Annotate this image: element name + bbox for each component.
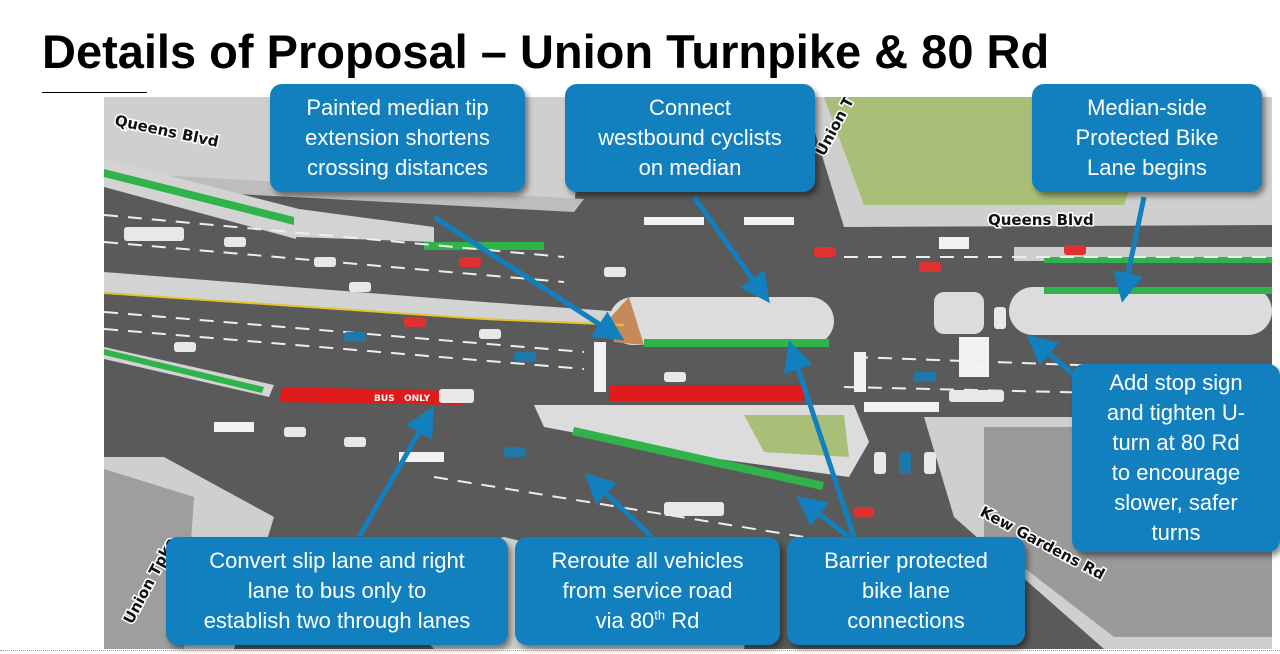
crosswalks [214, 217, 989, 462]
pointer-reroute [584, 473, 654, 539]
pointer-median-tip [432, 214, 625, 341]
callout-barrier-protected: Barrier protected bike lane connections [787, 537, 1025, 645]
title-underline [42, 92, 147, 93]
bike-lane-central [644, 339, 829, 347]
bike-lane-lower-central [572, 427, 824, 490]
bike-lane-upper-right [1044, 257, 1272, 263]
pointer-stop-sign [1026, 334, 1076, 377]
right-median-island [1009, 287, 1272, 335]
central-median-island [609, 297, 834, 345]
callout-stop-sign: Add stop sign and tighten U- turn at 80 … [1072, 364, 1280, 552]
left-central-median [104, 272, 624, 325]
callout-median-tip: Painted median tip extension shortens cr… [270, 84, 525, 192]
callout-slip-lane: Convert slip lane and right lane to bus … [166, 537, 508, 645]
pointer-barrier-2 [796, 495, 851, 539]
callout-stop-sign-text: Add stop sign and tighten U- turn at 80 … [1106, 370, 1246, 545]
callout-westbound-cyclists-text: Connect westbound cyclists on median [598, 95, 782, 180]
callout-slip-lane-text: Convert slip lane and right lane to bus … [203, 548, 471, 633]
pointer-westbound [691, 195, 770, 304]
pointer-median-side [1113, 196, 1147, 303]
pointer-slip-lane [356, 406, 434, 539]
bus-lane-center [609, 385, 804, 401]
callout-barrier-protected-text: Barrier protected bike lane connections [824, 548, 988, 633]
pointer-barrier-1 [784, 340, 857, 538]
callout-reroute: Reroute all vehicles from service road via… [515, 537, 780, 645]
callout-pointers [356, 195, 1147, 539]
yellow-center-line [104, 292, 625, 326]
callout-westbound-cyclists: Connect westbound cyclists on median [565, 84, 815, 192]
bus-marking: BUS [374, 394, 395, 404]
callout-reroute-line3-post: Rd [665, 608, 700, 633]
callout-reroute-line2: from service road [562, 578, 733, 603]
callout-median-tip-text: Painted median tip extension shortens cr… [305, 95, 490, 180]
top-sidewalk [104, 172, 584, 212]
vehicles [124, 227, 1086, 517]
callout-reroute-line1: Reroute all vehicles [551, 548, 744, 573]
upper-central-median [296, 209, 434, 242]
right-median-stub [934, 292, 984, 334]
slide-title: Details of Proposal – Union Turnpike & 8… [42, 25, 1050, 78]
callout-median-side-bike-lane: Median-side Protected Bike Lane begins [1032, 84, 1262, 192]
bike-lane-upper-center [424, 242, 544, 250]
callout-median-side-bike-lane-text: Median-side Protected Bike Lane begins [1075, 95, 1219, 180]
only-marking: ONLY [404, 394, 431, 404]
bike-lane-upper-left [104, 169, 294, 225]
callout-reroute-ordinal: th [654, 607, 666, 623]
footer-divider [0, 650, 1280, 651]
queens-blvd-label-right: Queens Blvd [988, 211, 1094, 229]
bike-lane-lower-left [104, 349, 264, 393]
bike-lane-right [1044, 287, 1272, 294]
callout-reroute-line3-pre: via 80 [595, 608, 655, 633]
callout-reroute-text: Reroute all vehicles from service road via… [552, 546, 744, 636]
bus-lane-left [279, 387, 464, 405]
